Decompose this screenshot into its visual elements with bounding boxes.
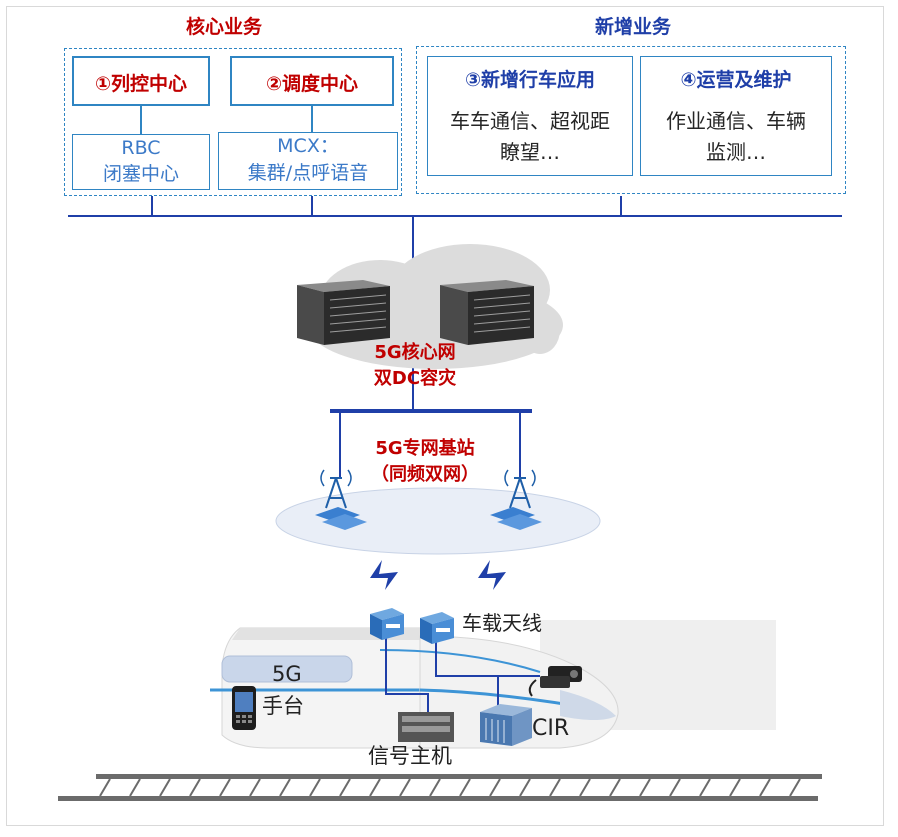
base-station-line2: （同频双网） [371,464,479,485]
wireless-signal-icon [370,560,506,590]
cabinet-icon [480,704,532,746]
train-body [210,627,619,749]
mcx-desc: 集群/点呼语音 [247,162,369,184]
handset-label-line1: 5G [272,662,302,686]
ops-line2: 监测… [706,140,766,164]
antenna-tower-icon [504,469,536,509]
ops-title: ④运营及维护 [680,69,792,91]
onboard-antenna-label: 车载天线 [462,611,542,635]
server-rack-icon [297,280,390,345]
core-network-line1: 5G核心网 [374,342,456,363]
router-icon [420,612,454,644]
antenna-tower-icon [320,469,352,509]
onboard-wiring [385,638,540,712]
cir-label: CIR [532,716,570,741]
mcx-box: MCX： 集群/点呼语音 [218,132,398,190]
server-rack-icon [440,280,534,345]
diagram-frame [6,6,884,826]
radio-icon [528,666,582,697]
handset-icon [232,686,256,730]
ops-box: ④运营及维护 作业通信、车辆 监测… [640,56,832,176]
ops-line1: 作业通信、车辆 [666,109,806,133]
new-app-box: ③新增行车应用 车车通信、超视距 瞭望… [427,56,633,176]
train-control-label: ①列控中心 [94,73,188,95]
new-app-title: ③新增行车应用 [464,69,596,91]
rbc-box: RBC 闭塞中心 [72,134,210,190]
router-icon [370,608,404,640]
core-network-label: 5G核心网 双DC容灾 [340,340,490,392]
base-station-label: 5G专网基站 （同频双网） [335,436,515,488]
rail-top [96,774,822,779]
core-services-title: 核心业务 [186,16,263,38]
train-control-box: ①列控中心 [72,56,210,106]
new-app-line2: 瞭望… [500,140,560,164]
new-services-title: 新增业务 [595,16,672,38]
dispatch-box: ②调度中心 [230,56,394,106]
rail-bottom [58,796,818,801]
cabinet-icon [398,712,454,742]
dispatch-label: ②调度中心 [265,73,359,95]
router-icon [315,507,367,530]
base-station-line1: 5G专网基站 [375,438,475,459]
new-services-group [416,46,846,194]
router-icon [490,507,542,530]
rbc-label: RBC [121,137,161,159]
rbc-desc: 闭塞中心 [102,163,179,185]
new-app-line1: 车车通信、超视距 [450,109,610,133]
core-services-group [64,48,402,196]
signal-host-label: 信号主机 [368,744,452,768]
handset-label-line2: 手台 [262,694,304,718]
core-network-line2: 双DC容灾 [373,368,457,389]
mcx-label: MCX： [277,135,339,157]
